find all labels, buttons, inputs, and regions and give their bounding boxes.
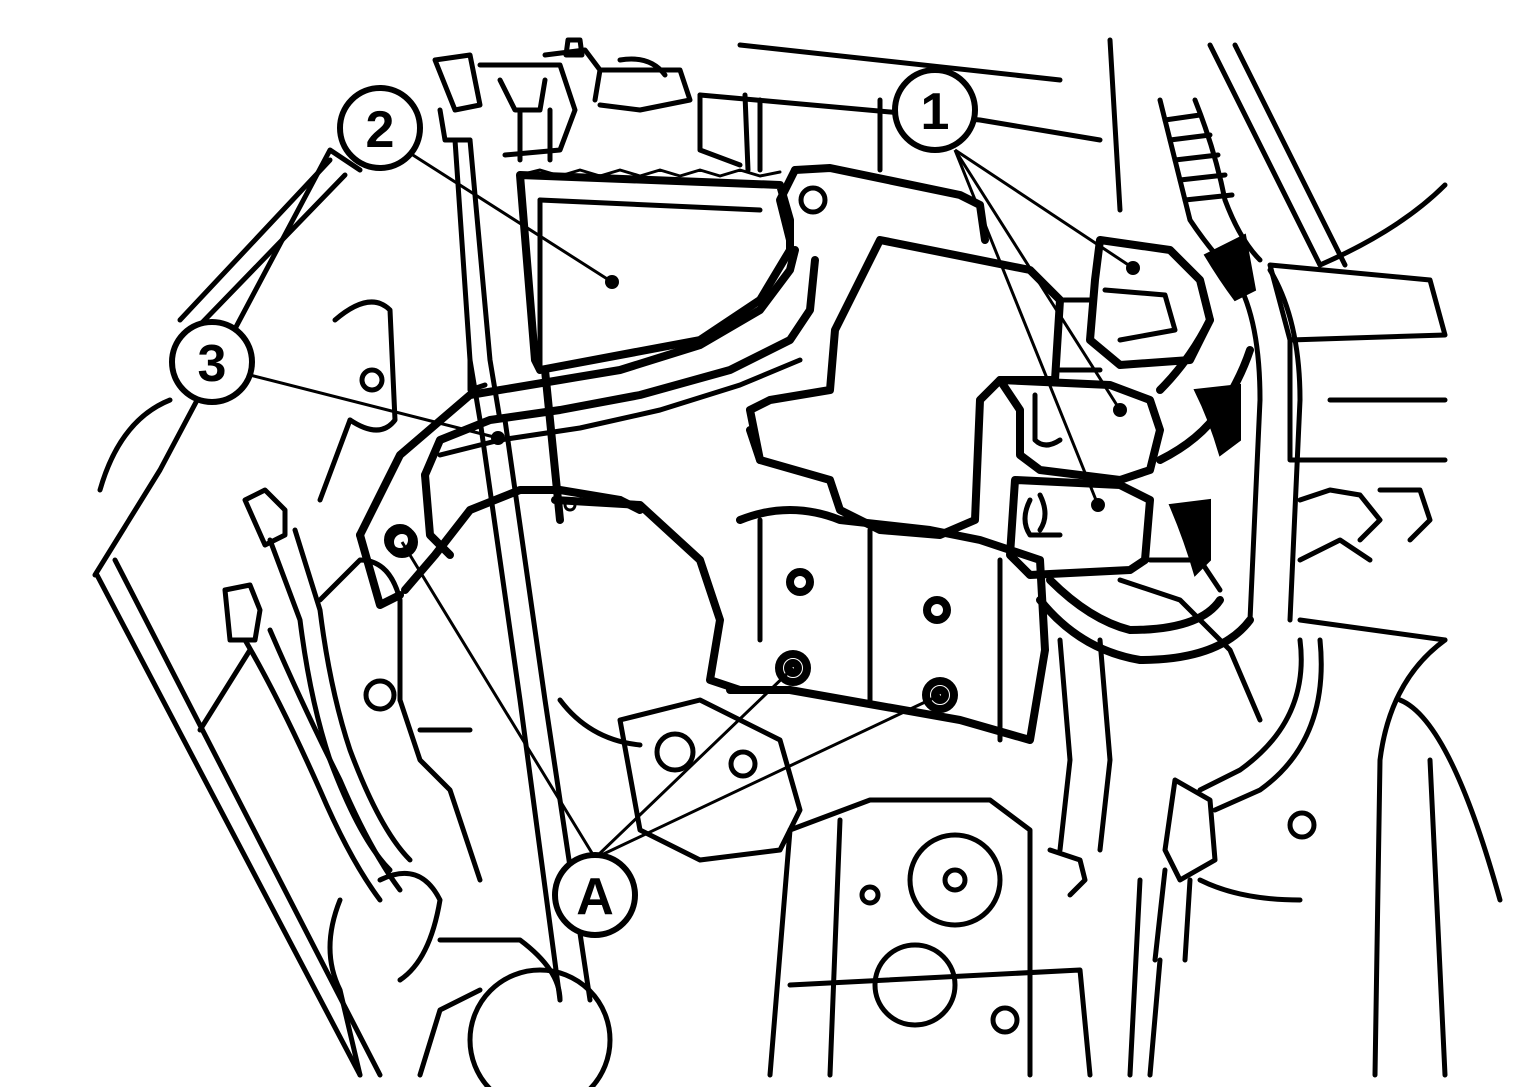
bracket-arm-part-3 [356, 246, 819, 609]
leader-dots [491, 261, 1140, 512]
mounting-bolts [386, 526, 958, 713]
leader-Ab [593, 666, 795, 860]
callout-2-label: 2 [366, 101, 395, 159]
connector-arrows [1168, 233, 1257, 577]
callout-1-label: 1 [921, 83, 950, 141]
leader-3 [249, 373, 499, 440]
callout-2: 2 [337, 85, 423, 171]
leader-Ac [594, 693, 941, 860]
leader-Aa [400, 541, 597, 859]
leader-lines [249, 148, 1134, 860]
callout-1: 1 [892, 67, 978, 153]
background-structure [92, 37, 1503, 1087]
main-bracket-assembly [726, 164, 1254, 744]
callout-A-label: A [576, 868, 614, 926]
callout-3: 3 [169, 319, 255, 405]
callout-3-label: 3 [198, 335, 227, 393]
leader-1b [953, 149, 1122, 411]
callout-A: A [552, 852, 638, 938]
leader-1c [953, 149, 1100, 506]
leader-2 [404, 148, 613, 284]
leader-1a [954, 148, 1134, 270]
